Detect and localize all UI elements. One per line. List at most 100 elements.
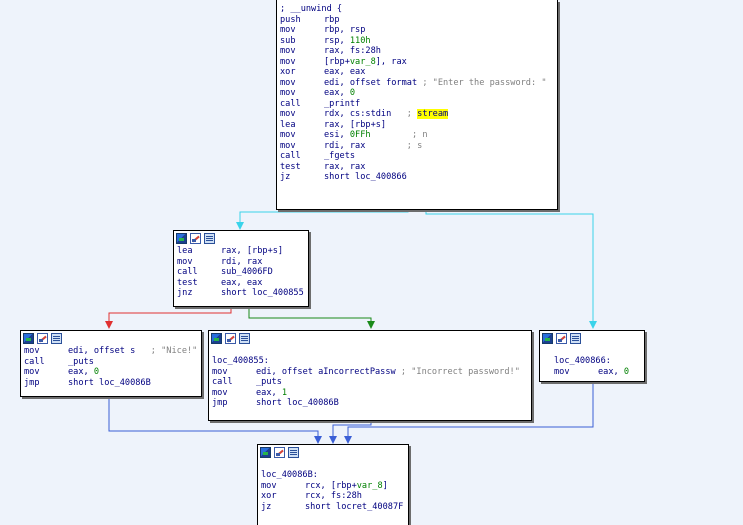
asm-line[interactable]: call _puts: [24, 357, 198, 368]
listing-icon[interactable]: [51, 333, 62, 344]
asm-line[interactable]: call_fgets: [280, 151, 554, 162]
graph-overview-icon[interactable]: [260, 447, 271, 458]
listing-icon[interactable]: [288, 447, 299, 458]
block-header: [540, 331, 644, 346]
asm-line[interactable]: mov eax, 1: [212, 388, 528, 399]
asm-operand: _fgets: [324, 151, 356, 161]
asm-comment: ; "Enter the password: ": [417, 77, 547, 88]
asm-operand: eax,: [256, 387, 282, 398]
asm-line[interactable]: loc_40086B:: [261, 470, 405, 481]
asm-line[interactable]: jz short loc_400866: [280, 172, 554, 183]
asm-operand: eax,: [68, 367, 94, 377]
asm-operand: edi, offset s: [68, 346, 136, 356]
asm-line[interactable]: call_puts: [212, 377, 528, 388]
asm-operand: short loc_400866: [324, 172, 407, 182]
asm-operand: _puts: [68, 356, 94, 367]
graph-overview-icon[interactable]: [542, 333, 553, 344]
highlighted-symbol: stream: [417, 109, 449, 119]
asm-operand: edi, offset aIncorrectPassw: [256, 366, 396, 377]
asm-line[interactable]: lea rax, [rbp+s]: [177, 246, 305, 257]
asm-mnemonic: call: [24, 356, 45, 367]
asm-mnemonic: xor: [261, 491, 277, 501]
asm-number: 1: [281, 387, 288, 398]
asm-variable: var_8: [356, 480, 383, 491]
block-header: [21, 331, 201, 346]
edit-block-icon[interactable]: [274, 447, 285, 458]
edge-check-to-incorrect: [248, 306, 372, 325]
edit-block-icon[interactable]: [225, 333, 236, 344]
asm-line[interactable]: mov[rbp+var_8], rax: [280, 57, 554, 68]
edit-block-icon[interactable]: [190, 233, 201, 244]
edit-block-icon[interactable]: [556, 333, 567, 344]
asm-operand: eax,: [324, 88, 350, 98]
edit-block-icon[interactable]: [37, 333, 48, 344]
listing-icon[interactable]: [204, 233, 215, 244]
asm-line[interactable]: call_printf: [280, 99, 554, 110]
block-header: [209, 331, 531, 346]
asm-operand: rax, [rbp+s]: [221, 246, 284, 256]
asm-mnemonic: mov: [212, 387, 228, 398]
asm-operand: rcx, fs:28h: [305, 491, 362, 501]
asm-line[interactable]: jnz short loc_400855: [177, 288, 305, 299]
edge-entry-to-fail: [425, 206, 594, 325]
asm-line[interactable]: xor rcx, fs:28h: [261, 491, 405, 502]
asm-operand: edi, offset format: [324, 77, 418, 88]
asm-mnemonic: jnz: [177, 288, 193, 298]
asm-line[interactable]: loc_400855:: [212, 356, 528, 367]
asm-operand: rbp: [324, 14, 340, 25]
asm-label: loc_400855:: [212, 356, 269, 366]
asm-mnemonic: mov: [280, 130, 296, 140]
asm-line[interactable]: loc_400866:: [554, 356, 641, 367]
asm-mnemonic: jmp: [24, 377, 40, 388]
graph-overview-icon[interactable]: [176, 233, 187, 244]
asm-comment: ;: [391, 109, 418, 119]
asm-operand: eax, eax: [221, 277, 263, 288]
asm-operand: eax,: [598, 366, 624, 377]
asm-mnemonic: lea: [177, 246, 193, 256]
listing-icon[interactable]: [570, 333, 581, 344]
asm-line[interactable]: ; __unwind {: [280, 4, 554, 15]
asm-number: 110h: [349, 35, 371, 46]
graph-overview-icon[interactable]: [211, 333, 222, 344]
asm-operand: eax, eax: [324, 67, 366, 77]
asm-mnemonic: jz: [280, 172, 291, 182]
asm-operand: short loc_40086B: [68, 377, 151, 388]
graph-overview-icon[interactable]: [23, 333, 34, 344]
asm-line[interactable]: jmp short loc_40086B: [24, 378, 198, 389]
asm-mnemonic: call: [280, 98, 301, 109]
asm-operand: short loc_400855: [221, 288, 304, 298]
asm-mnemonic: jz: [261, 501, 272, 512]
listing-icon[interactable]: [239, 333, 250, 344]
asm-operand: rdi, rax: [221, 256, 263, 267]
